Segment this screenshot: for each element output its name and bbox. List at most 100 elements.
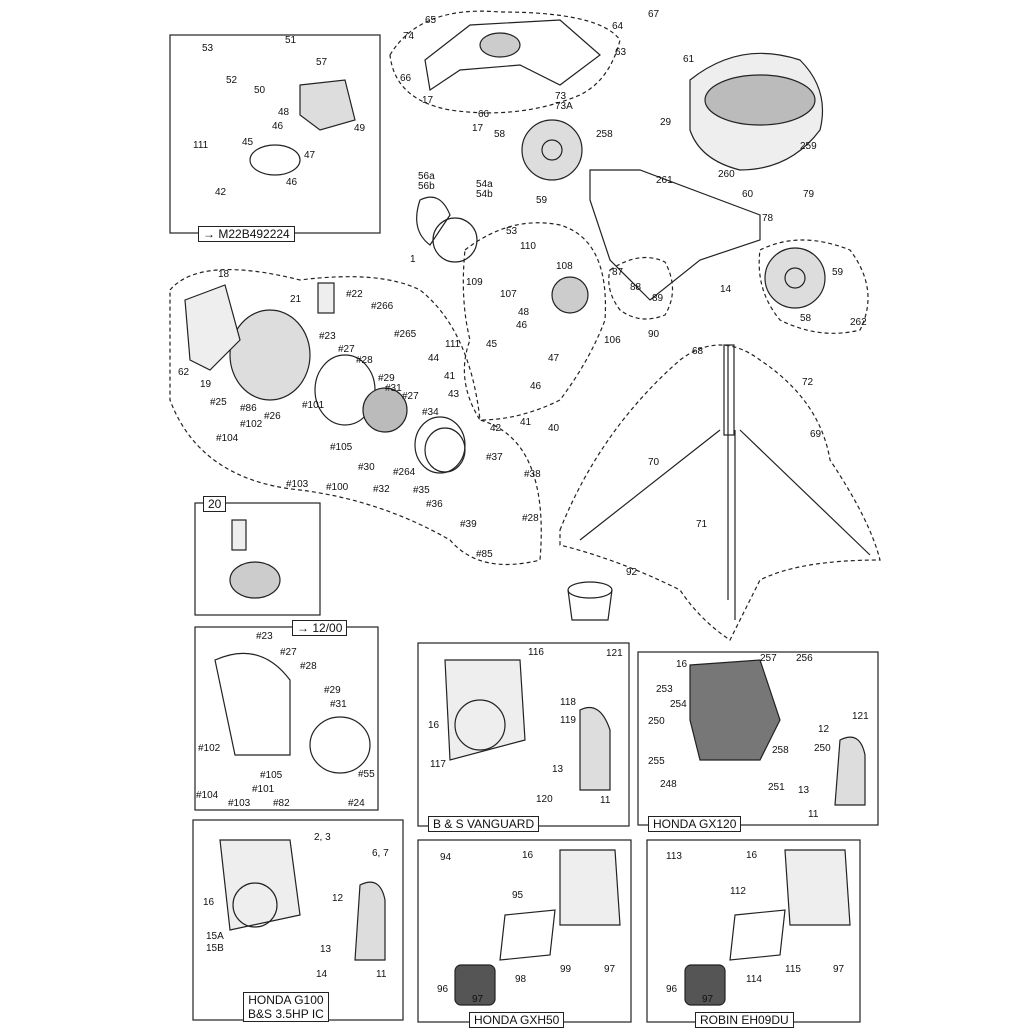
part-label-frame: 60 — [742, 189, 754, 200]
part-label-frame: 72 — [802, 377, 814, 388]
mb-shroud — [214, 652, 291, 756]
part-label-frame: 17 — [472, 123, 484, 134]
g100-cover — [354, 881, 386, 961]
caption-gx120: HONDA GX120 — [648, 816, 742, 832]
motor-ring-1 — [414, 416, 466, 474]
part-label-frame: 71 — [696, 519, 708, 530]
front-cover — [184, 284, 241, 371]
chassis-frame — [589, 169, 761, 301]
part-label-bs: 11 — [600, 795, 611, 806]
part-label-frame: 88 — [630, 282, 642, 293]
part-label-gx120: 255 — [648, 756, 665, 767]
part-label-frame: 87 — [612, 267, 624, 278]
mb-rotor — [309, 716, 371, 774]
part-label-motor_main: #34 — [422, 407, 439, 418]
part-label-frame: 74 — [403, 31, 415, 42]
motor-rotor — [362, 387, 408, 433]
part-label-frame: 66 — [400, 73, 412, 84]
g100-engine — [219, 839, 301, 931]
part-label-gx120: 13 — [798, 785, 810, 796]
part-label-g100: 15B — [206, 943, 224, 954]
part-label-motor_main: #26 — [264, 411, 281, 422]
part-label-frame: 17 — [422, 95, 434, 106]
motor-box — [194, 626, 379, 811]
part-label-frame: 64 — [612, 21, 624, 32]
part-label-gxh50: 96 — [437, 984, 449, 995]
part-label-gx120: 251 — [768, 782, 785, 793]
part-label-motor_box: #82 — [273, 798, 290, 809]
part-label-g100: 13 — [320, 944, 332, 955]
part-label-gxh50: 16 — [522, 850, 534, 861]
part-label-gear: 42 — [490, 423, 502, 434]
stand-group — [559, 344, 881, 641]
part-label-motor_box: #24 — [348, 798, 365, 809]
gxh50-plate — [499, 909, 556, 961]
box-20 — [194, 502, 321, 616]
motor-cover — [229, 309, 311, 401]
handle-frame — [424, 19, 601, 92]
part-label-gxh50: 97 — [472, 994, 484, 1005]
part-label-gear: 47 — [548, 353, 560, 364]
tl-gearbox — [299, 79, 356, 131]
bucket — [567, 581, 613, 599]
part-label-top_box: 45 — [242, 137, 254, 148]
part-label-frame: 65 — [425, 15, 437, 26]
part-label-gear: 41 — [444, 371, 456, 382]
part-label-bs: 118 — [560, 697, 576, 708]
gxh50-engine — [559, 849, 621, 926]
part-label-frame: 89 — [652, 293, 664, 304]
top-left-box — [169, 34, 381, 234]
part-label-frame: 59 — [832, 267, 844, 278]
part-label-gear: 106 — [604, 335, 621, 346]
part-label-motor_main: 18 — [218, 269, 230, 280]
part-label-motor_main: #31 — [385, 383, 402, 394]
part-label-gxh50: 99 — [560, 964, 572, 975]
wheel-left-hub — [541, 139, 563, 161]
caption-bs: B & S VANGUARD — [428, 816, 540, 832]
tl-gear — [249, 144, 301, 176]
drum-band — [704, 74, 816, 126]
bucket-body — [567, 589, 613, 621]
wheel-right-hub — [784, 267, 806, 289]
gear-sprocket — [432, 217, 478, 263]
part-label-gear: 54a — [476, 179, 493, 190]
part-label-g100: 14 — [316, 969, 328, 980]
part-label-frame: 59 — [536, 195, 548, 206]
part-label-motor_main: #25 — [210, 397, 227, 408]
part-label-frame: 66 — [478, 109, 490, 120]
part-label-gear: 107 — [500, 289, 517, 300]
part-label-motor_main: #85 — [476, 549, 493, 560]
part-label-gx120: 257 — [760, 653, 777, 664]
part-label-gx120: 11 — [808, 809, 819, 820]
part-label-bs: 117 — [430, 759, 446, 770]
part-label-frame: 73 — [555, 91, 567, 102]
stand-legs — [579, 345, 871, 620]
part-label-g100: 11 — [376, 969, 387, 980]
part-label-motor_main: #102 — [240, 419, 263, 430]
part-label-top_box: 50 — [254, 85, 266, 96]
frame-handle-group — [389, 10, 621, 114]
part-label-frame: 262 — [850, 317, 867, 328]
part-label-motor_main: #37 — [486, 452, 503, 463]
wheel-left — [521, 119, 583, 181]
g100-flywheel — [232, 882, 278, 928]
part-label-robin: 115 — [785, 964, 801, 975]
stand-post — [723, 344, 735, 436]
part-label-frame: 68 — [692, 346, 704, 357]
part-label-frame: 258 — [596, 129, 613, 140]
part-label-motor_box: #31 — [330, 699, 347, 710]
robin-engine — [784, 849, 851, 926]
capacitor — [317, 282, 335, 314]
part-label-motor_box: #102 — [198, 743, 221, 754]
part-label-frame: 259 — [800, 141, 817, 152]
part-label-motor_main: #100 — [326, 482, 349, 493]
bs-engine — [444, 659, 526, 761]
part-label-gear: 46 — [530, 381, 542, 392]
part-label-gear: 44 — [428, 353, 440, 364]
part-label-motor_box: #23 — [256, 631, 273, 642]
gx120-engine — [689, 659, 781, 761]
part-label-motor_main: #27 — [338, 344, 355, 355]
part-label-bs: 119 — [560, 715, 576, 726]
